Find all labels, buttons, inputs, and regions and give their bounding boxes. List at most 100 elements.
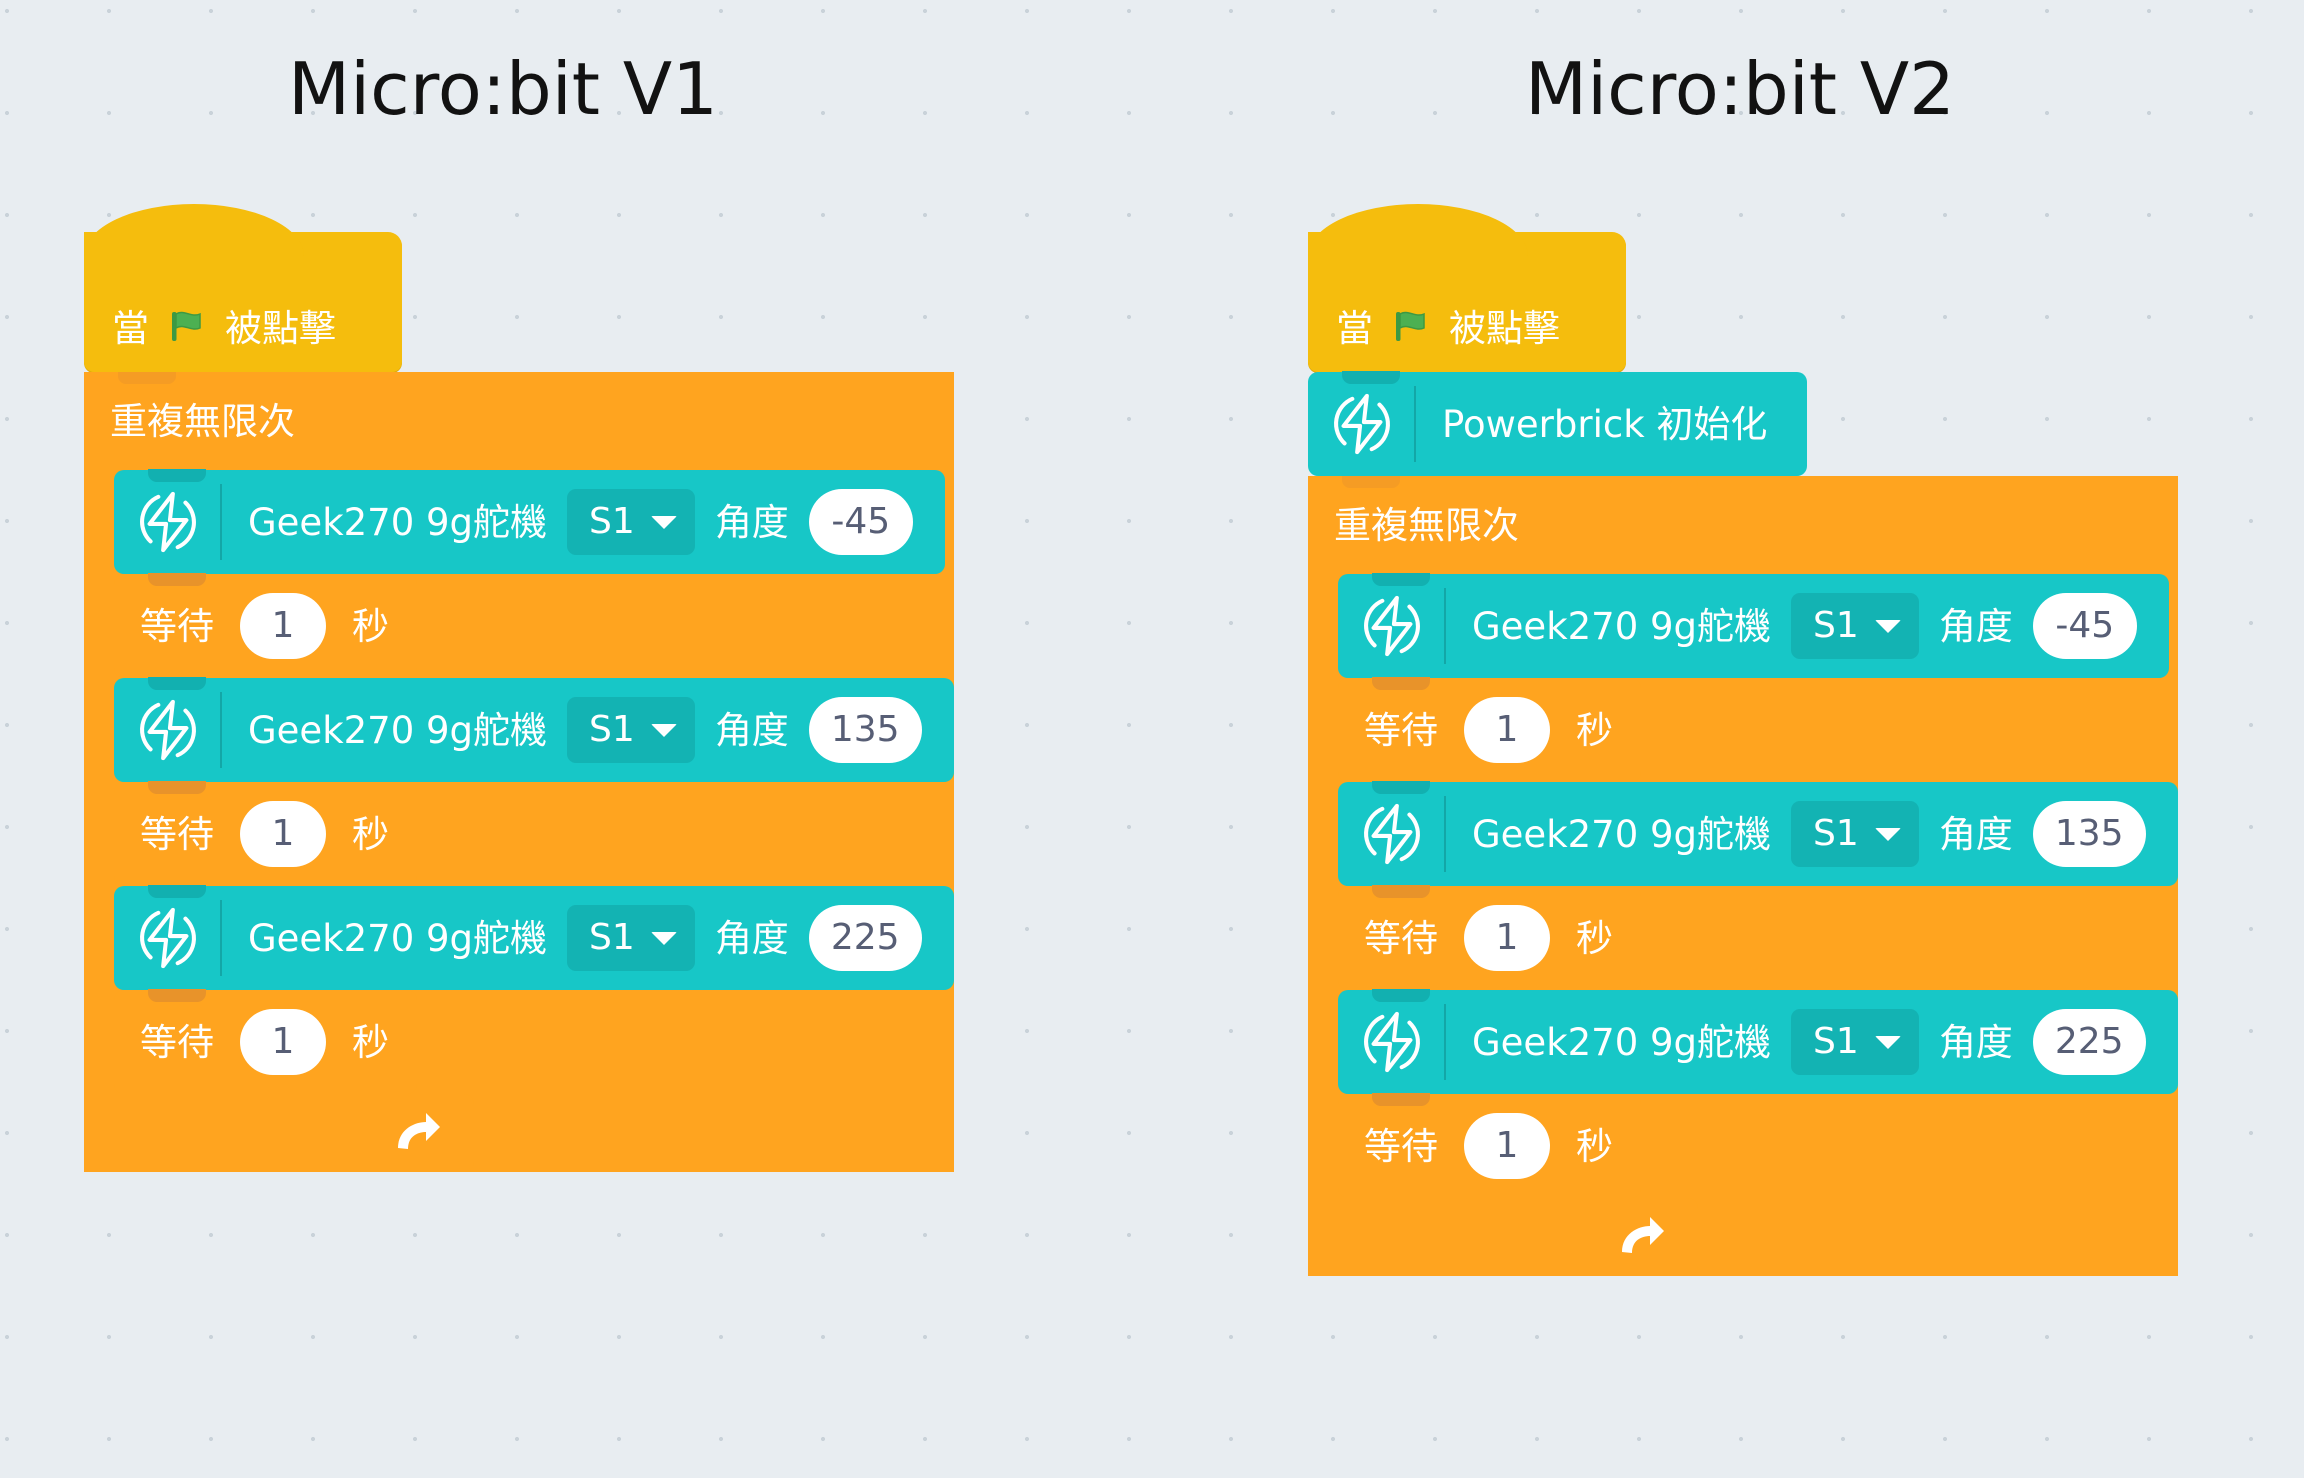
servo-block[interactable]: Geek270 9g舵機 S1 角度 135 — [114, 677, 954, 782]
servo-name-label: Geek270 9g舵機 — [1472, 604, 1772, 648]
wait-block[interactable]: 等待 1 秒 — [1338, 677, 1641, 782]
seconds-label: 秒 — [1576, 916, 1613, 960]
angle-input[interactable]: -45 — [2032, 593, 2137, 659]
chevron-down-icon — [650, 931, 677, 945]
wait-seconds-input[interactable]: 1 — [240, 801, 326, 867]
angle-label: 角度 — [1938, 604, 2013, 648]
servo-port-dropdown[interactable]: S1 — [1791, 1009, 1919, 1075]
wait-seconds-input[interactable]: 1 — [240, 1009, 326, 1075]
block-notch — [1372, 1093, 1430, 1106]
block-notch — [1372, 677, 1430, 690]
forever-label: 重複無限次 — [1334, 503, 1519, 547]
block-notch — [148, 469, 206, 482]
wait-label: 等待 — [140, 604, 214, 648]
when-label: 當 — [112, 306, 149, 350]
wait-seconds-input[interactable]: 1 — [240, 593, 326, 659]
powerbrick-init-block[interactable]: Powerbrick 初始化 — [1308, 371, 1808, 476]
green-flag-icon — [1391, 306, 1431, 350]
powerbrick-init-label: Powerbrick 初始化 — [1442, 402, 1768, 446]
servo-port-dropdown[interactable]: S1 — [567, 905, 695, 971]
wait-block[interactable]: 等待 1 秒 — [1338, 1093, 1641, 1198]
wait-seconds-input[interactable]: 1 — [1464, 905, 1550, 971]
wait-seconds-input[interactable]: 1 — [1464, 697, 1550, 763]
servo-port-dropdown[interactable]: S1 — [567, 697, 695, 763]
powerbrick-lightning-icon — [114, 470, 222, 574]
angle-input[interactable]: 135 — [2032, 801, 2146, 867]
servo-port-value: S1 — [1813, 1021, 1859, 1062]
block-notch — [148, 677, 206, 690]
servo-port-value: S1 — [589, 709, 635, 750]
powerbrick-lightning-icon — [1308, 372, 1416, 476]
powerbrick-lightning-icon — [1338, 782, 1446, 886]
wait-block[interactable]: 等待 1 秒 — [114, 781, 417, 886]
servo-port-value: S1 — [589, 501, 635, 542]
when-label: 當 — [1336, 306, 1373, 350]
servo-block[interactable]: Geek270 9g舵機 S1 角度 135 — [1338, 781, 2178, 886]
powerbrick-lightning-icon — [1338, 990, 1446, 1094]
block-notch — [148, 885, 206, 898]
forever-label: 重複無限次 — [110, 399, 295, 443]
block-notch — [148, 573, 206, 586]
block-notch — [148, 989, 206, 1002]
servo-port-value: S1 — [589, 917, 635, 958]
when-flag-clicked-block[interactable]: 當 被點擊 — [84, 204, 402, 372]
servo-name-label: Geek270 9g舵機 — [1472, 812, 1772, 856]
when-flag-clicked-block[interactable]: 當 被點擊 — [1308, 204, 1626, 372]
servo-block[interactable]: Geek270 9g舵機 S1 角度 225 — [1338, 989, 2178, 1094]
servo-port-dropdown[interactable]: S1 — [1791, 593, 1919, 659]
chevron-down-icon — [650, 723, 677, 737]
angle-label: 角度 — [714, 708, 789, 752]
wait-label: 等待 — [140, 1020, 214, 1064]
block-notch — [148, 781, 206, 794]
forever-loop-body-v1: Geek270 9g舵機 S1 角度 -45 等待 1 秒 — [84, 469, 954, 1094]
wait-label: 等待 — [1364, 708, 1438, 752]
wait-seconds-input[interactable]: 1 — [1464, 1113, 1550, 1179]
forever-loop-footer[interactable] — [84, 1094, 474, 1172]
servo-block[interactable]: Geek270 9g舵機 S1 角度 -45 — [114, 469, 945, 574]
servo-name-label: Geek270 9g舵機 — [248, 500, 548, 544]
servo-port-value: S1 — [1813, 813, 1859, 854]
block-notch — [1372, 781, 1430, 794]
forever-loop-footer[interactable] — [1308, 1198, 1698, 1276]
block-notch — [1372, 573, 1430, 586]
servo-port-dropdown[interactable]: S1 — [1791, 801, 1919, 867]
wait-block[interactable]: 等待 1 秒 — [114, 989, 417, 1094]
servo-block[interactable]: Geek270 9g舵機 S1 角度 -45 — [1338, 573, 2169, 678]
forever-loop-header[interactable]: 重複無限次 — [1308, 476, 1698, 574]
angle-input[interactable]: 135 — [808, 697, 922, 763]
chevron-down-icon — [1874, 827, 1901, 841]
clicked-label: 被點擊 — [225, 306, 336, 350]
angle-input[interactable]: 225 — [808, 905, 922, 971]
seconds-label: 秒 — [1576, 708, 1613, 752]
servo-name-label: Geek270 9g舵機 — [248, 708, 548, 752]
forever-loop-block-v2[interactable]: 重複無限次 Geek270 9g舵機 S1 角度 -45 — [1308, 476, 2178, 1276]
wait-block[interactable]: 等待 1 秒 — [1338, 885, 1641, 990]
powerbrick-lightning-icon — [114, 678, 222, 782]
powerbrick-lightning-icon — [114, 886, 222, 990]
servo-name-label: Geek270 9g舵機 — [1472, 1020, 1772, 1064]
seconds-label: 秒 — [1576, 1124, 1613, 1168]
script-stack-v1: 當 被點擊 重複無限次 — [84, 204, 954, 1172]
angle-label: 角度 — [714, 500, 789, 544]
page-title-v2: Micro:bit V2 — [1525, 47, 1955, 131]
loop-arrow-icon — [392, 1108, 444, 1158]
angle-label: 角度 — [714, 916, 789, 960]
block-notch — [1342, 371, 1400, 384]
angle-label: 角度 — [1938, 1020, 2013, 1064]
angle-input[interactable]: -45 — [808, 489, 913, 555]
chevron-down-icon — [1874, 1035, 1901, 1049]
servo-block[interactable]: Geek270 9g舵機 S1 角度 225 — [114, 885, 954, 990]
chevron-down-icon — [1874, 619, 1901, 633]
block-notch — [1372, 989, 1430, 1002]
powerbrick-lightning-icon — [1338, 574, 1446, 678]
wait-label: 等待 — [1364, 1124, 1438, 1168]
chevron-down-icon — [650, 515, 677, 529]
servo-name-label: Geek270 9g舵機 — [248, 916, 548, 960]
forever-loop-block-v1[interactable]: 重複無限次 Geek270 9g舵機 S1 角度 -45 — [84, 372, 954, 1172]
wait-label: 等待 — [1364, 916, 1438, 960]
wait-block[interactable]: 等待 1 秒 — [114, 573, 417, 678]
servo-port-dropdown[interactable]: S1 — [567, 489, 695, 555]
forever-loop-header[interactable]: 重複無限次 — [84, 372, 474, 470]
green-flag-icon — [167, 306, 207, 350]
angle-input[interactable]: 225 — [2032, 1009, 2146, 1075]
